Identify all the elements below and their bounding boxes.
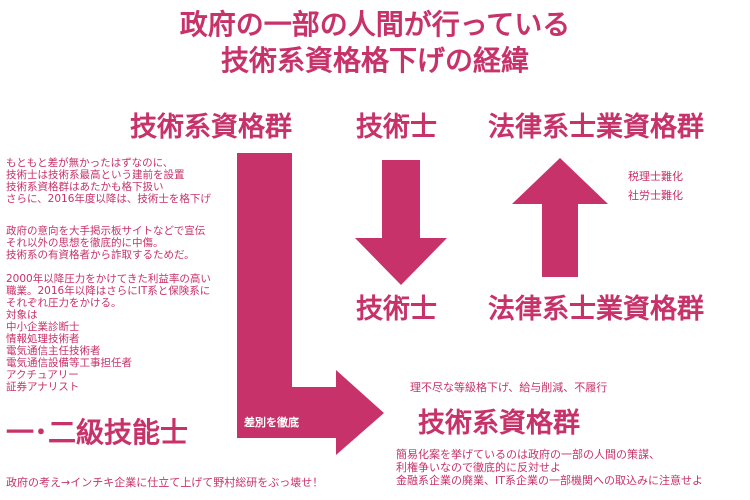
tax-accountant-note: 税理士難化 [628,170,683,183]
header-legal-group: 法律系士業資格群 [488,112,704,143]
note-line: それぞれ圧力をかける。 [6,297,122,309]
discrimination-label: 差別を徹底 [244,416,299,429]
note-line: 技術士は技術系最高という建前を設置 [6,169,185,181]
page-title-line-1: 政府の一部の人間が行っている [179,8,571,41]
header-gijutsushi: 技術士 [356,112,437,143]
note-line: 職業。2016年以降はさらにIT系と保険系に [6,285,211,297]
note-line: 簡易化案を挙げているのは政府の一部の人間の策謀、 [396,448,660,461]
note-line: 利権争いなので徹底的に反対せよ [396,461,561,474]
page-title-line-2: 技術系資格格下げの経緯 [220,44,529,77]
l-shaped-arrow [237,153,384,455]
note-line: 技術系資格群はあたかも格下扱い [6,181,164,193]
lower-gijutsushi: 技術士 [356,294,437,325]
skilled-worker-label: 一･二級技能士 [6,416,189,449]
note-line: 中小企業診断士 [6,321,80,333]
note-line: もともと差が無かったはずなのに、 [6,157,174,169]
labor-consultant-note: 社労士難化 [628,189,683,202]
down-arrow [355,160,447,285]
note-line: さらに、2016年度以降は、技術士を格下げ [6,193,211,205]
note-line: 金融系企業の廃業、IT系企業の一部機関への取込みに注意せよ [396,474,703,487]
up-arrow [512,158,608,277]
note-line: 情報処理技術者 [6,333,80,345]
government-idea-note: 政府の考え→インチキ企業に仕立て上げて野村総研をぶっ壊せ！ [6,476,324,489]
lower-legal-group: 法律系士業資格群 [488,294,704,325]
note-line: 技術系の有資格者から詐取するためだ。 [6,249,195,261]
note-line: 電気通信主任技術者 [6,345,101,357]
note-line: 証券アナリスト [6,381,80,393]
note-line: 政府の意向を大手掲示板サイトなどで宣伝 [6,225,206,237]
demotion-note: 理不尽な等級格下げ、給与削減、不履行 [410,381,608,394]
lower-tech-group: 技術系資格群 [418,408,580,439]
note-line: 電気通信設備等工事担任者 [6,357,132,369]
header-tech-group: 技術系資格群 [130,112,292,143]
note-line: それ以外の思想を徹底的に中傷。 [6,237,164,249]
note-line: アクチュアリー [6,369,79,381]
note-line: 対象は [6,309,38,321]
note-line: 2000年以降圧力をかけてきた利益率の高い [6,273,211,285]
